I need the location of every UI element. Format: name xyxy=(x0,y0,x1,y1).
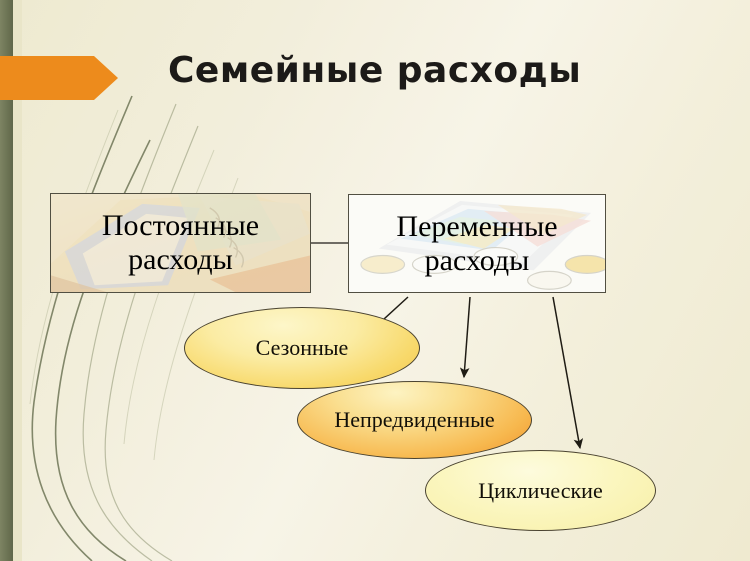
notebook-photo-icon xyxy=(51,194,310,292)
page-title: Семейные расходы xyxy=(168,50,582,91)
node-seasonal[interactable]: Сезонные xyxy=(184,307,420,389)
banknotes-coins-photo-icon xyxy=(349,195,605,292)
node-seasonal-label: Сезонные xyxy=(255,335,349,360)
node-unforeseen[interactable]: Непредвиденные xyxy=(297,381,532,459)
node-fixed-expenses[interactable]: Постоянные расходы xyxy=(50,193,311,293)
node-unforeseen-label: Непредвиденные xyxy=(334,407,495,432)
node-variable-expenses[interactable]: Переменные расходы xyxy=(348,194,606,293)
node-cyclic[interactable]: Циклические xyxy=(425,450,656,531)
connector-variable-to-cyclic xyxy=(552,296,584,450)
title-accent-arrow xyxy=(0,56,118,100)
node-variable-expenses-label: Переменные расходы xyxy=(396,209,558,277)
connector-variable-to-unforeseen xyxy=(459,296,471,379)
left-accent-stripe xyxy=(0,0,13,561)
left-stripe-gap xyxy=(13,0,22,561)
node-fixed-expenses-label: Постоянные расходы xyxy=(101,209,260,276)
node-cyclic-label: Циклические xyxy=(478,477,603,503)
